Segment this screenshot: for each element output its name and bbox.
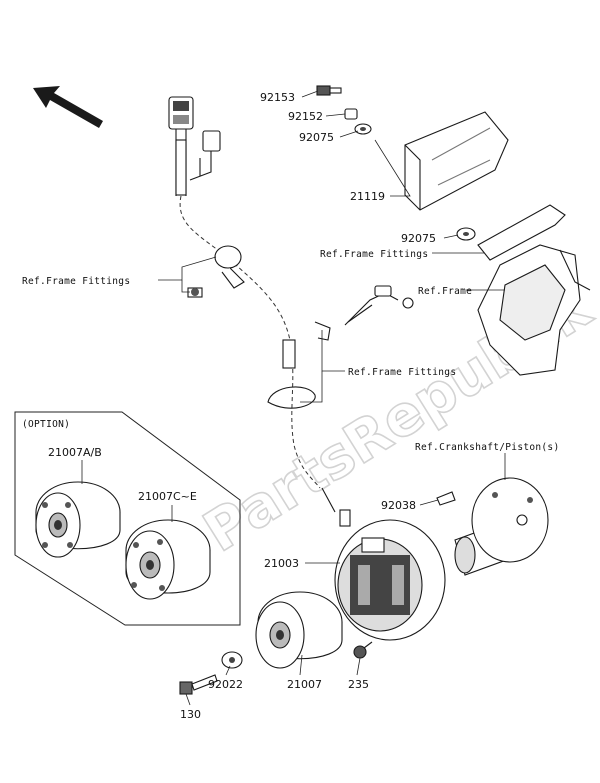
label-21007ab: 21007A/B: [48, 446, 102, 459]
grommet-92075-bottom: [456, 227, 476, 241]
grommet-92075-top: [354, 123, 372, 135]
ref-frame-fittings-left: Ref.Frame Fittings: [22, 276, 130, 287]
washer-92022: [221, 651, 243, 669]
ref-crankshaft: Ref.Crankshaft/Piston(s): [415, 442, 559, 453]
label-92075-top: 92075: [299, 131, 334, 144]
cdi-unit-21119: [404, 111, 509, 211]
stator-21003: [321, 487, 446, 641]
label-92152: 92152: [288, 110, 323, 123]
label-21007ce: 21007C~E: [138, 490, 197, 503]
rotor-21007: [255, 591, 343, 669]
label-235: 235: [348, 678, 369, 691]
leader-lines: [81, 90, 506, 706]
front-arrow-icon: [33, 86, 103, 128]
ref-frame: Ref.Frame: [418, 286, 472, 297]
label-92075-bottom: 92075: [401, 232, 436, 245]
label-130: 130: [180, 708, 201, 721]
label-92022: 92022: [208, 678, 243, 691]
ref-frame-fittings-right: Ref.Frame Fittings: [320, 249, 428, 260]
label-92038: 92038: [381, 499, 416, 512]
flywheel-21007ab: [35, 481, 121, 558]
label-92153: 92153: [260, 91, 295, 104]
label-21003: 21003: [264, 557, 299, 570]
collar-92152: [344, 108, 358, 120]
flywheel-21007ce: [125, 519, 211, 600]
label-21119: 21119: [350, 190, 385, 203]
ref-frame-fittings-mid: Ref.Frame Fittings: [348, 367, 456, 378]
wire-route: [179, 195, 321, 489]
ground-lead: [267, 285, 414, 409]
key-92038: [436, 491, 456, 506]
label-21007: 21007: [287, 678, 322, 691]
harness-connector: [168, 96, 221, 196]
wire-clamp-left: [187, 245, 245, 298]
bolt-92153: [316, 85, 342, 96]
option-box-label: (OPTION): [22, 419, 70, 430]
crankshaft-end: [454, 477, 549, 576]
screw-235: [353, 641, 373, 659]
frame-section: [477, 204, 591, 376]
option-box: [14, 411, 241, 626]
